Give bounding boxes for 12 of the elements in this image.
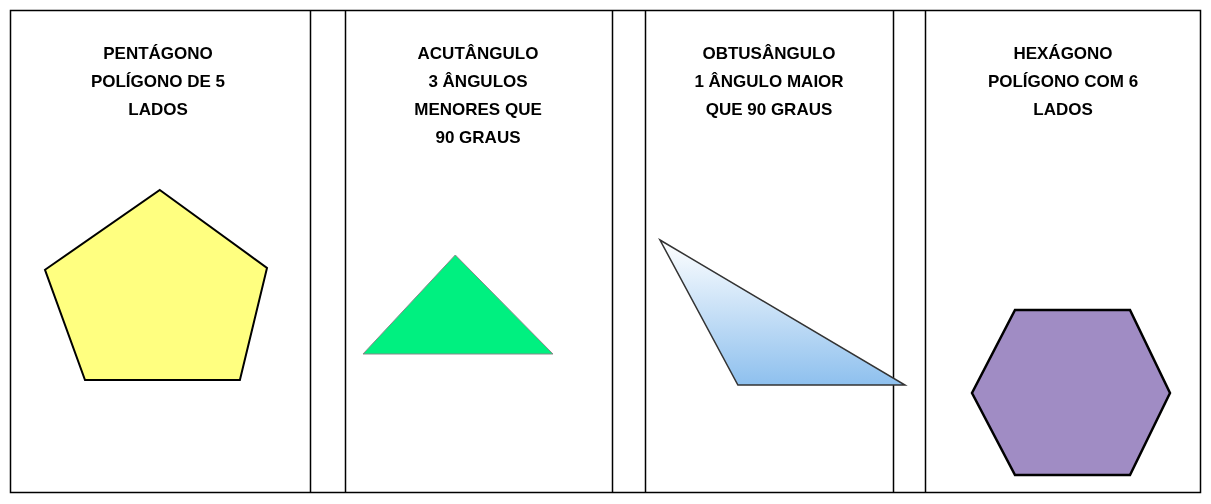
shape-description: POLÍGONO COM 6 LADOS xyxy=(986,71,1140,121)
shape-name: HEXÁGONO xyxy=(1012,43,1114,65)
acute-triangle xyxy=(362,254,554,355)
shape-description: 3 ÂNGULOS MENORES QUE 90 GRAUS xyxy=(413,71,543,149)
shape-description: POLÍGONO DE 5 LADOS xyxy=(89,71,227,121)
pentagon xyxy=(43,188,269,381)
shape-name: PENTÁGONO xyxy=(102,43,214,65)
obtuse-triangle xyxy=(658,238,908,386)
hexagon xyxy=(970,308,1172,477)
shape-name: OBTUSÂNGULO xyxy=(701,43,837,65)
shape-name: ACUTÂNGULO xyxy=(416,43,540,65)
shape-description: 1 ÂNGULO MAIOR QUE 90 GRAUS xyxy=(694,71,844,121)
